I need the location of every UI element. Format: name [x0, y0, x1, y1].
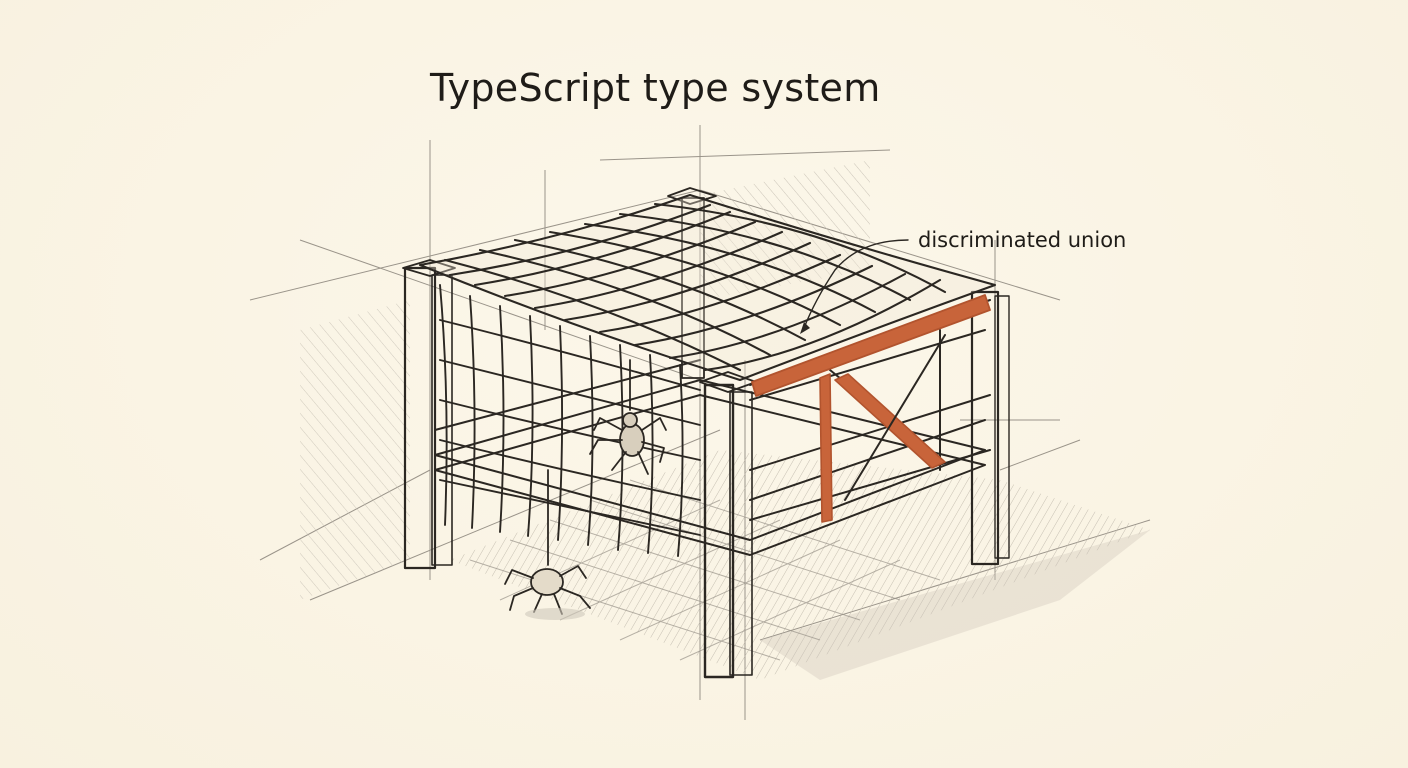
lower-rails	[434, 329, 986, 556]
back-post	[667, 187, 717, 379]
side-net	[439, 284, 701, 557]
floor-shadow	[450, 450, 1150, 680]
roof-net	[418, 193, 997, 382]
front-post	[699, 371, 757, 679]
back-wall-shading	[300, 160, 870, 600]
hanging-spider-icon	[504, 469, 591, 620]
diagram-title: TypeScript type system	[430, 66, 881, 110]
annotation-leader	[800, 239, 909, 334]
discriminated-union-beams	[751, 294, 991, 523]
left-post	[402, 259, 456, 570]
right-post	[970, 290, 1010, 566]
spider-icon	[589, 359, 667, 475]
annotation-discriminated-union: discriminated union	[918, 228, 1127, 252]
